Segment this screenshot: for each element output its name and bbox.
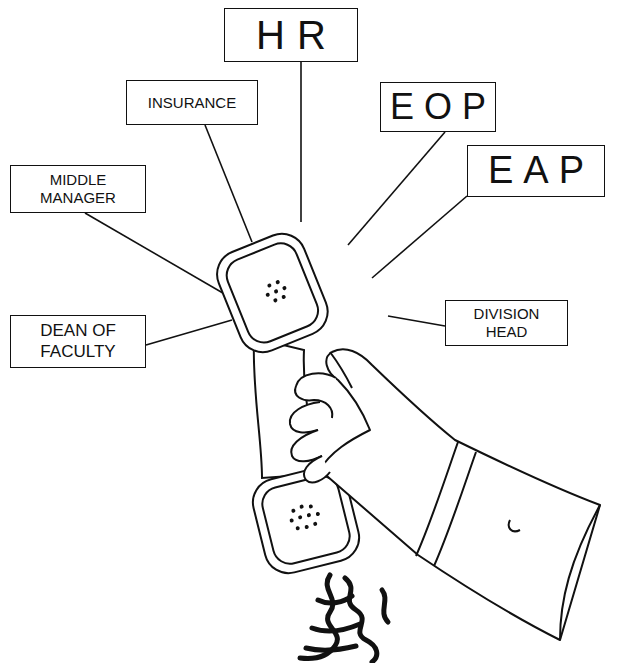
box-label: INSURANCE <box>148 94 236 112</box>
contact-box: INSURANCE <box>126 80 258 125</box>
box-label: EOP <box>390 85 496 128</box>
box-label: HR <box>256 11 338 59</box>
box-label: DIVISION HEAD <box>452 305 561 341</box>
earpiece <box>210 227 335 360</box>
contact-box: EOP <box>380 82 496 132</box>
handset <box>210 227 364 579</box>
hand <box>290 349 600 640</box>
box-text: DIVISION HEAD <box>446 303 567 343</box>
earpiece-holes <box>262 278 290 305</box>
finger <box>304 456 330 482</box>
contact-box: EAP <box>467 145 605 197</box>
box-label: EAP <box>488 148 594 194</box>
mouthpiece-holes <box>287 501 323 533</box>
box-text: MIDDLE MANAGER <box>11 169 145 209</box>
phone-cord <box>300 575 388 662</box>
leader-line <box>205 125 252 242</box>
leader-line <box>146 320 232 345</box>
cufflink <box>509 520 520 531</box>
leader-line <box>372 196 467 278</box>
cuff-line <box>416 442 458 556</box>
box-label: MIDDLE MANAGER <box>17 171 139 207</box>
leader-line <box>85 213 228 296</box>
earpiece-outer <box>210 227 335 360</box>
finger <box>291 430 322 461</box>
box-label: DEAN OF FACULTY <box>17 321 139 362</box>
box-text: DEAN OF FACULTY <box>11 319 145 364</box>
cuff-line <box>434 452 476 566</box>
leader-line <box>388 316 445 326</box>
box-text: INSURANCE <box>142 92 242 114</box>
hand-back <box>320 349 600 640</box>
finger <box>290 402 320 432</box>
box-text: EOP <box>380 85 496 128</box>
earpiece-inner <box>222 238 324 347</box>
contact-box: HR <box>224 8 358 62</box>
box-text: EAP <box>478 148 594 194</box>
sleeve-edge <box>560 505 600 640</box>
contact-box: MIDDLE MANAGER <box>10 165 146 213</box>
contact-box: DIVISION HEAD <box>445 300 568 346</box>
thumb-line <box>330 352 352 388</box>
box-text: HR <box>244 11 338 59</box>
leader-line <box>300 62 302 222</box>
contact-box: DEAN OF FACULTY <box>10 315 146 368</box>
